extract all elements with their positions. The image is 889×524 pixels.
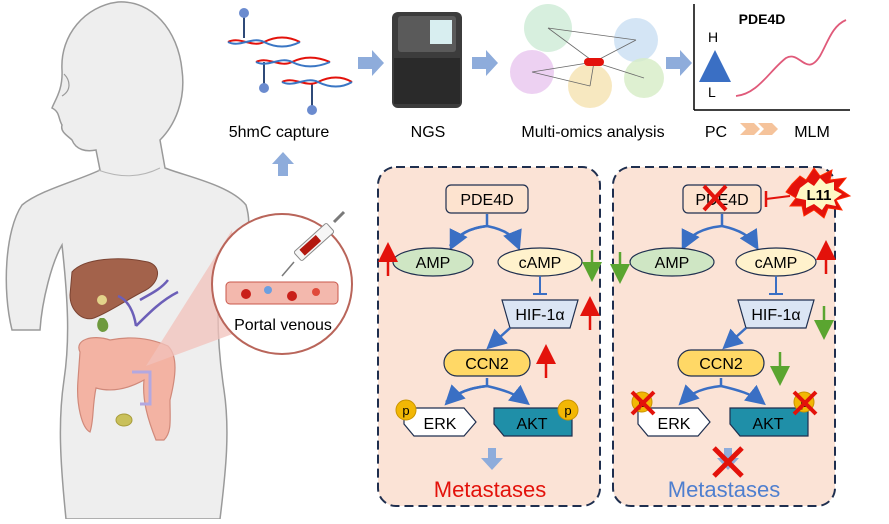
step-label-ngs: NGS xyxy=(411,124,446,141)
akt-phospho-left xyxy=(557,399,579,421)
flow-arrow-2 xyxy=(472,50,498,76)
akt-blocked-cross xyxy=(792,390,818,416)
to-metastases-arrow-left xyxy=(481,448,503,470)
l11-starburst-inner xyxy=(796,178,842,210)
hif-to-ccn2-right xyxy=(722,327,747,350)
l11-label: L11 xyxy=(806,187,831,204)
flow-arrow-1 xyxy=(358,50,384,76)
metastases-label-left: Metastases xyxy=(434,477,547,502)
ccn2-node-left xyxy=(443,349,531,377)
hif-to-ccn2-left xyxy=(486,327,511,350)
chart-title: PDE4D xyxy=(739,11,786,27)
flow-arrow-3 xyxy=(666,50,692,76)
chart-high-label: H xyxy=(708,29,718,45)
pde4d-box-right xyxy=(682,184,762,214)
flow-arrow-up xyxy=(272,152,294,176)
portal-vein xyxy=(117,279,179,327)
liver-lesion xyxy=(97,295,107,305)
l11-inhibition-line xyxy=(765,195,791,200)
camp-label-left: cAMP xyxy=(519,255,562,272)
network-icon xyxy=(510,4,664,108)
pde4d-blocked-cross xyxy=(702,184,728,212)
erk-phospho-left xyxy=(395,399,417,421)
pde4d-label-left: PDE4D xyxy=(460,192,513,209)
ccn2-label-left: CCN2 xyxy=(465,356,509,373)
akt-label-left: AKT xyxy=(516,416,547,433)
liver-organ xyxy=(69,258,158,320)
hif-node-right xyxy=(737,299,815,329)
tumor-site xyxy=(115,413,133,427)
erk-label-right: ERK xyxy=(658,416,691,433)
human-body-illustration xyxy=(5,1,250,520)
pc-to-mlm-arrows xyxy=(740,123,778,135)
step-label-multiomics: Multi-omics analysis xyxy=(521,124,664,141)
erk-p-label-left: p xyxy=(402,403,409,418)
camp-label-right: cAMP xyxy=(755,255,798,272)
camp-inhibits-hif-right xyxy=(769,276,783,295)
pipeline-arrows xyxy=(272,50,692,176)
ccn2-node-right xyxy=(677,349,765,377)
camp-inhibits-hif-left xyxy=(533,276,547,295)
expression-trend-chart: PDE4D H L xyxy=(693,4,850,111)
dna-capture-icon xyxy=(227,8,353,115)
erk-label-left: ERK xyxy=(424,416,457,433)
chart-trend-line xyxy=(735,19,847,97)
erk-node-left xyxy=(403,407,477,437)
amp-node-left xyxy=(392,247,474,277)
pde4d-branch-right xyxy=(720,214,756,246)
hif-label-left: HIF-1α xyxy=(515,307,564,324)
sequencer-icon xyxy=(392,12,462,108)
hif-node-left xyxy=(501,299,579,329)
erk-node-right xyxy=(637,407,711,437)
chart-x-end-label: MLM xyxy=(794,124,830,141)
metastases-blocked-cross xyxy=(712,446,744,478)
akt-node-right xyxy=(729,407,809,437)
amp-label-right: AMP xyxy=(655,255,690,272)
panel-l11-treated: PDE4D L11 AMP cAMP HIF-1α CCN2 ERK p xyxy=(610,166,852,507)
vein-segment xyxy=(225,281,339,305)
ccn2-label-right: CCN2 xyxy=(699,356,743,373)
akt-p-label-left: p xyxy=(564,403,571,418)
akt-label-right: AKT xyxy=(752,416,783,433)
step-label-capture: 5hmC capture xyxy=(229,124,330,141)
metastases-label-right: Metastases xyxy=(668,477,781,502)
hif-label-right: HIF-1α xyxy=(751,307,800,324)
chart-x-start-label: PC xyxy=(705,124,727,141)
ccn2-branch-right xyxy=(719,378,766,406)
chart-low-label: L xyxy=(708,84,716,100)
panel-untreated: PDE4D AMP cAMP HIF-1α CCN2 ERK p AKT p M… xyxy=(377,166,602,507)
sample-label: Portal venous xyxy=(234,317,332,334)
amp-label-left: AMP xyxy=(416,255,451,272)
pde4d-box-left xyxy=(445,184,529,214)
erk-blocked-cross xyxy=(630,390,656,416)
syringe-icon xyxy=(281,210,346,277)
amp-node-right xyxy=(629,247,715,277)
